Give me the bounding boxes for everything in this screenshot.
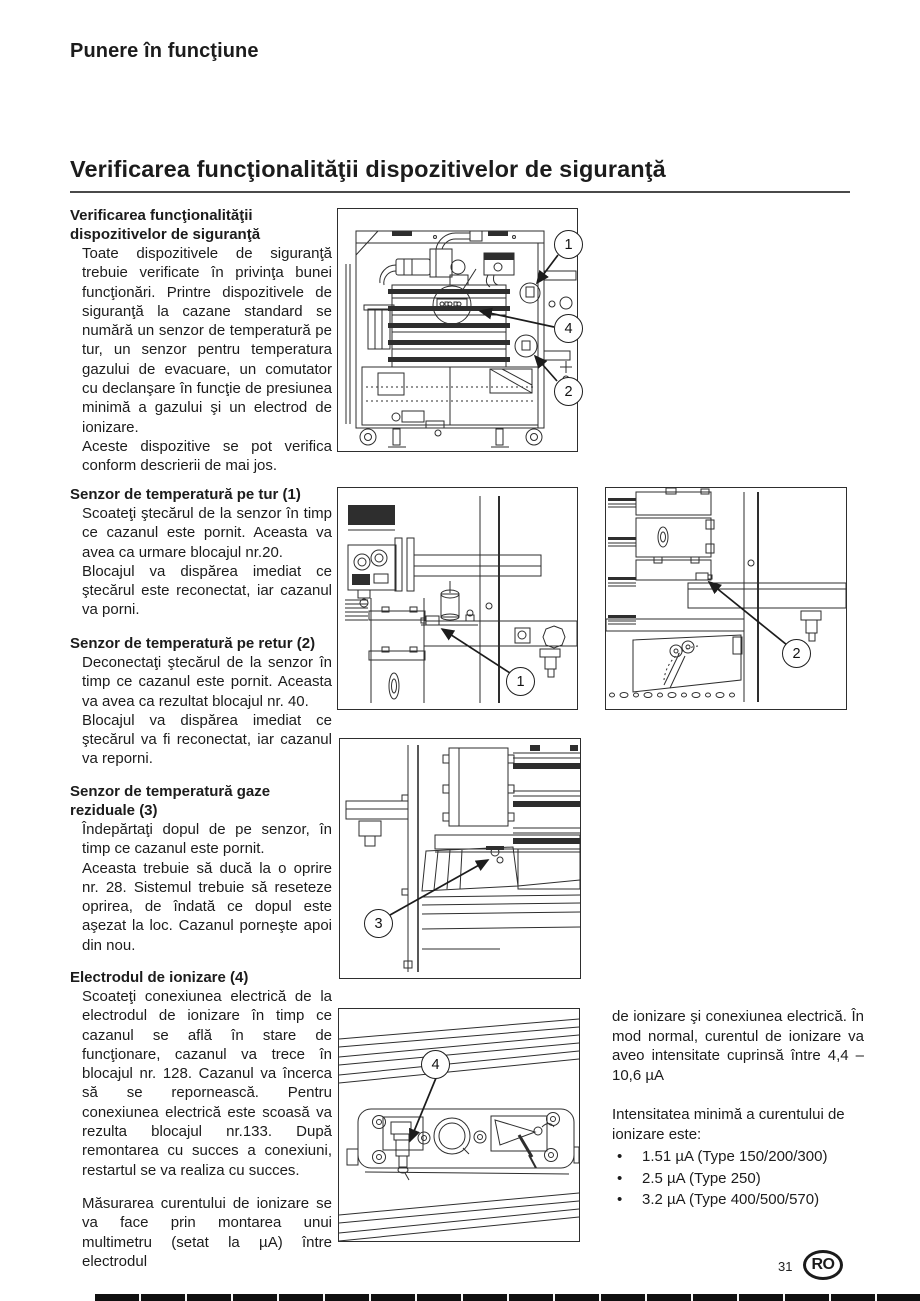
section-paragraph: Îndepărtaţi dopul de pe senzor, în timp … <box>82 821 332 858</box>
section-paragraph: Aceasta trebuie să ducă la o oprire nr. … <box>82 859 332 954</box>
section-flue-gas-sensor: Senzor de temperatură gaze reziduale (3)… <box>70 782 332 955</box>
section-intro: Verificarea funcţionalităţii dispozitive… <box>70 206 332 476</box>
bullet-icon: • <box>617 1148 623 1165</box>
ionization-electrode-drawing <box>339 1018 579 1241</box>
return-sensor-drawing <box>606 488 846 702</box>
section-paragraph: Scoateţi ştecărul de la senzor în timp c… <box>82 505 332 561</box>
section-paragraph: Scoateţi conexiunea electrică de la elec… <box>82 988 332 1179</box>
section-ionization-electrode: Electrodul de ionizare (4) Scoateţi cone… <box>70 968 332 1271</box>
section-paragraph: Măsurarea curentului de ionizare se va f… <box>82 1194 332 1270</box>
section-paragraph: Toate dispozitivele de siguranţă trebuie… <box>82 245 332 436</box>
bullet-icon: • <box>617 1191 623 1208</box>
page-title: Verificarea funcţionalităţii dispozitive… <box>70 156 666 182</box>
list-item-text: 1.51 µA (Type 150/200/300) <box>642 1148 828 1165</box>
ionization-current-list: • 1.51 µA (Type 150/200/300) • 2.5 µA (T… <box>612 1146 864 1211</box>
title-rule <box>70 191 850 193</box>
flue-gas-sensor-drawing <box>345 745 580 972</box>
callout-3: 3 <box>364 909 393 938</box>
language-badge: RO <box>803 1250 843 1280</box>
right-text-column: de ionizare şi conexiunea electrică. În … <box>612 1007 864 1211</box>
list-item: • 3.2 µA (Type 400/500/570) <box>612 1189 864 1211</box>
callout-2: 2 <box>554 377 583 406</box>
section-paragraph: Blocajul va dispărea imediat ce ştecărul… <box>82 711 332 768</box>
section-return-sensor: Senzor de temperatură pe retur (2) Decon… <box>70 634 332 769</box>
section-heading: Electrodul de ionizare (4) <box>70 969 249 986</box>
callout-2: 2 <box>782 639 811 668</box>
figure-flow-sensor: 1 <box>337 487 578 710</box>
figure-flue-gas-sensor: 3 <box>339 738 581 979</box>
section-paragraph: Aceste dispozitive se pot verifica confo… <box>82 437 332 475</box>
section-heading: Senzor de temperatură pe retur (2) <box>70 635 316 652</box>
list-item-text: 3.2 µA (Type 400/500/570) <box>642 1191 820 1208</box>
callout-4: 4 <box>554 314 583 343</box>
section-flow-sensor: Senzor de temperatură pe tur (1) Scoateţ… <box>70 485 332 620</box>
section-heading: Senzor de temperatură gaze reziduale (3) <box>70 783 271 819</box>
right-paragraph: Intensitatea minimă a curentului de ioni… <box>612 1106 845 1143</box>
right-paragraph: de ionizare şi conexiunea electrică. În … <box>612 1008 864 1084</box>
page-number: 31 <box>778 1259 793 1274</box>
figure-boiler-overview: 1 4 2 <box>337 208 583 452</box>
figure-return-sensor: 2 <box>605 487 847 710</box>
callout-4: 4 <box>421 1050 450 1079</box>
section-heading: Verificarea funcţionalităţii dispozitive… <box>70 207 261 243</box>
section-kicker: Punere în funcţiune <box>70 40 259 62</box>
figure-ionization-electrode: 4 <box>338 1008 580 1242</box>
section-paragraph: Blocajul va dispărea imediat ce ştecărul… <box>82 562 332 619</box>
callout-1: 1 <box>554 230 583 259</box>
boiler-overview-drawing <box>345 230 577 448</box>
list-item-text: 2.5 µA (Type 250) <box>642 1169 761 1187</box>
flow-sensor-drawing <box>345 496 577 703</box>
list-item: • 1.51 µA (Type 150/200/300) <box>612 1146 864 1168</box>
page-edge-bar <box>95 1294 920 1301</box>
section-heading: Senzor de temperatură pe tur (1) <box>70 486 301 503</box>
callout-1: 1 <box>506 667 535 696</box>
list-item: • 2.5 µA (Type 250) <box>612 1168 864 1190</box>
section-paragraph: Deconectaţi ştecărul de la senzor în tim… <box>82 654 332 710</box>
bullet-icon: • <box>617 1169 623 1187</box>
